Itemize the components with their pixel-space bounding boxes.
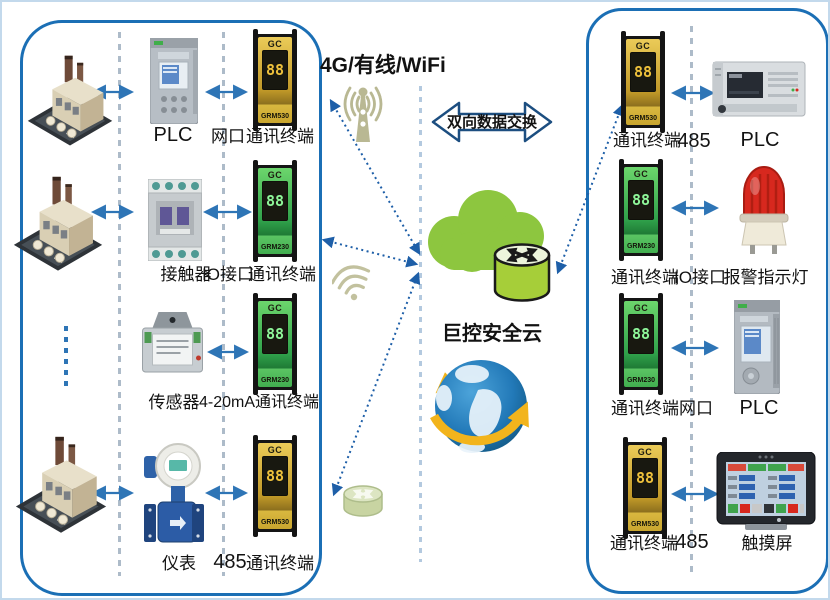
- factory-icon: [14, 426, 108, 538]
- label-device: 触摸屏: [741, 534, 793, 553]
- divider-dashed-line: [690, 26, 693, 574]
- label-device: PLC: [740, 129, 780, 151]
- label-device: 传感器: [148, 393, 200, 412]
- terminal-display: 88: [262, 50, 288, 90]
- divider-dashed-line: [118, 32, 121, 576]
- terminal-display: 88: [262, 181, 288, 221]
- gc-terminal-grm530: GC 88 GRM530: [253, 29, 297, 131]
- terminal-model: GRM230: [626, 243, 655, 250]
- terminal-model: GRM230: [260, 244, 289, 251]
- gc-terminal-grm530: GC 88 GRM530: [621, 31, 665, 133]
- gc-terminal-grm230: GC 88 GRM230: [619, 159, 663, 261]
- globe-icon: [430, 354, 550, 462]
- gc-terminal-grm230: GC 88 GRM230: [253, 293, 297, 395]
- terminal-display: 88: [630, 52, 656, 92]
- label-device: 接触器: [160, 265, 212, 284]
- terminal-brand: GC: [267, 445, 283, 455]
- factory-icon: [26, 44, 114, 152]
- label-device: PLC: [153, 124, 193, 146]
- cloud-name-label: 巨控安全云: [442, 323, 542, 345]
- terminal-brand: GC: [637, 447, 653, 457]
- antenna-icon: [330, 82, 394, 148]
- label-device: PLC: [739, 397, 779, 419]
- siemens-plc-icon: [734, 300, 780, 394]
- connection-type-label: 4G/有线/WiFi: [320, 54, 446, 77]
- label-port: 网口: [211, 127, 245, 146]
- ellipsis-dots: [64, 326, 68, 392]
- label-port: 485: [675, 531, 709, 553]
- siemens-plc-icon: [150, 38, 198, 124]
- gc-terminal-grm230: GC 88 GRM230: [619, 293, 663, 395]
- terminal-display: 88: [262, 314, 288, 354]
- gc-terminal-grm530: GC 88 GRM530: [253, 435, 297, 537]
- terminal-brand: GC: [267, 303, 283, 313]
- data-exchange-label: 双向数据交换: [446, 114, 537, 131]
- label-terminal: 通讯终端: [246, 554, 314, 573]
- gc-terminal-grm230: GC 88 GRM230: [253, 160, 297, 262]
- flow-meter-icon: [142, 442, 206, 560]
- touchscreen-icon: [716, 452, 816, 530]
- terminal-model: GRM530: [628, 115, 657, 122]
- gc-terminal-grm530: GC 88 GRM530: [623, 437, 667, 539]
- sensor-icon: [142, 312, 203, 378]
- terminal-brand: GC: [633, 303, 649, 313]
- terminal-model: GRM530: [260, 113, 289, 120]
- label-terminal: 通讯终端: [610, 534, 678, 553]
- cloud-router-icon: [493, 243, 551, 302]
- terminal-brand: GC: [267, 39, 283, 49]
- wifi-icon: [332, 264, 380, 310]
- terminal-model: GRM230: [260, 377, 289, 384]
- cloud-icon: [420, 187, 560, 312]
- terminal-brand: GC: [633, 169, 649, 179]
- terminal-model: GRM230: [626, 377, 655, 384]
- divider-dashed-line: [222, 32, 225, 576]
- label-terminal: 通讯终端: [248, 265, 316, 284]
- alarm-light-icon: [738, 162, 790, 256]
- terminal-display: 88: [632, 458, 658, 498]
- terminal-model: GRM530: [260, 519, 289, 526]
- label-device: 仪表: [162, 554, 196, 573]
- label-port: IO接口: [674, 268, 726, 287]
- center-dashed-line: [419, 86, 422, 562]
- factory-icon: [12, 166, 104, 276]
- label-terminal: 通讯终端: [611, 268, 679, 287]
- terminal-display: 88: [628, 180, 654, 220]
- contactor-icon: [148, 179, 202, 261]
- label-terminal: 通讯终端: [246, 127, 314, 146]
- terminal-brand: GC: [267, 170, 283, 180]
- label-device: 报警指示灯: [723, 268, 809, 287]
- label-port: 网口: [679, 399, 713, 418]
- label-terminal: 4-20mA通讯终端: [198, 394, 320, 411]
- mitsubishi-plc-icon: [712, 58, 806, 120]
- label-terminal: 通讯终端: [613, 131, 681, 150]
- terminal-brand: GC: [635, 41, 651, 51]
- label-port: 485: [677, 130, 711, 152]
- label-terminal: 通讯终端: [611, 399, 679, 418]
- label-port: IO接口: [202, 265, 254, 284]
- terminal-model: GRM530: [630, 521, 659, 528]
- small-router-icon: [340, 480, 386, 524]
- terminal-display: 88: [628, 314, 654, 354]
- label-port: 485: [213, 551, 247, 573]
- terminal-display: 88: [262, 456, 288, 496]
